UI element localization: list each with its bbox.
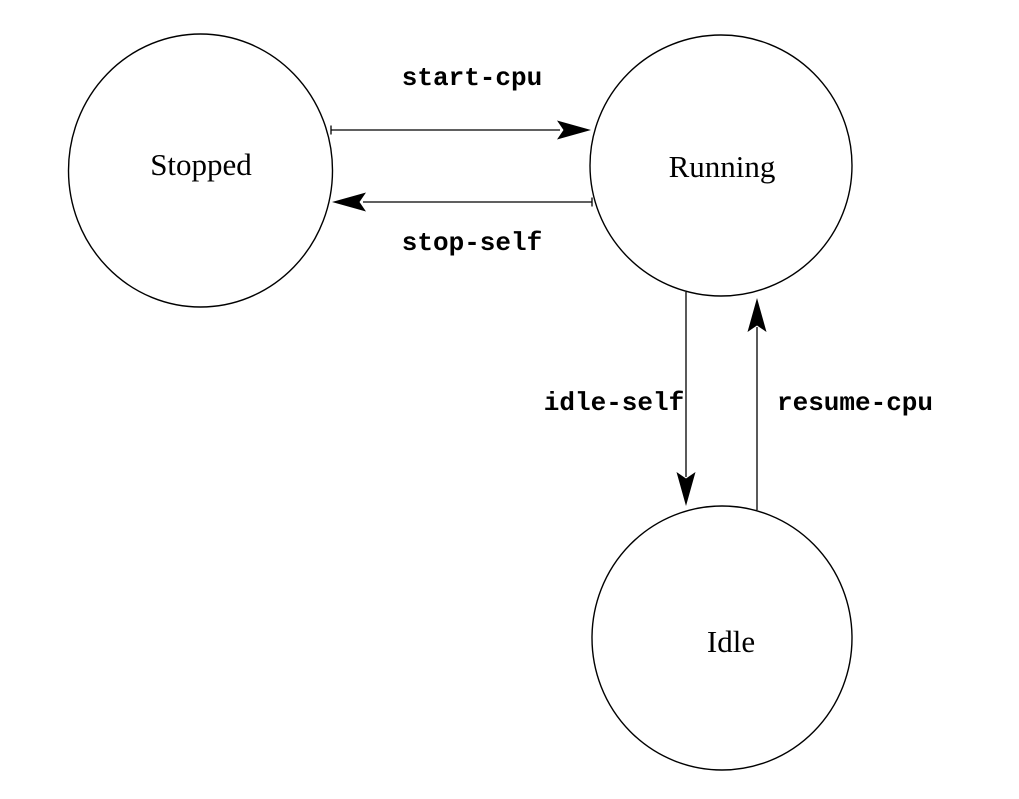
transition-label-start-cpu: start-cpu	[402, 63, 542, 93]
transition-start-cpu: start-cpu	[330, 63, 591, 140]
state-label-idle: Idle	[707, 624, 755, 659]
transition-idle-self: idle-self	[544, 292, 696, 506]
transition-resume-cpu: resume-cpu	[747, 298, 933, 510]
state-circle-running	[589, 34, 853, 297]
transition-stop-self: stop-self	[332, 192, 593, 258]
state-node-running: Running	[589, 34, 853, 297]
arrowhead-left-icon	[332, 192, 366, 212]
state-node-stopped: Stopped	[67, 33, 334, 308]
transition-label-stop-self: stop-self	[402, 228, 542, 258]
state-label-stopped: Stopped	[150, 147, 252, 182]
state-circle-idle	[591, 505, 853, 771]
arrowhead-down-icon	[676, 472, 696, 506]
state-label-running: Running	[669, 149, 776, 184]
transition-label-idle-self: idle-self	[544, 388, 684, 418]
arrowhead-right-icon	[557, 120, 591, 140]
arrowhead-up-icon	[747, 298, 767, 332]
transition-label-resume-cpu: resume-cpu	[777, 388, 933, 418]
state-node-idle: Idle	[591, 505, 853, 771]
state-circle-stopped	[67, 33, 334, 308]
